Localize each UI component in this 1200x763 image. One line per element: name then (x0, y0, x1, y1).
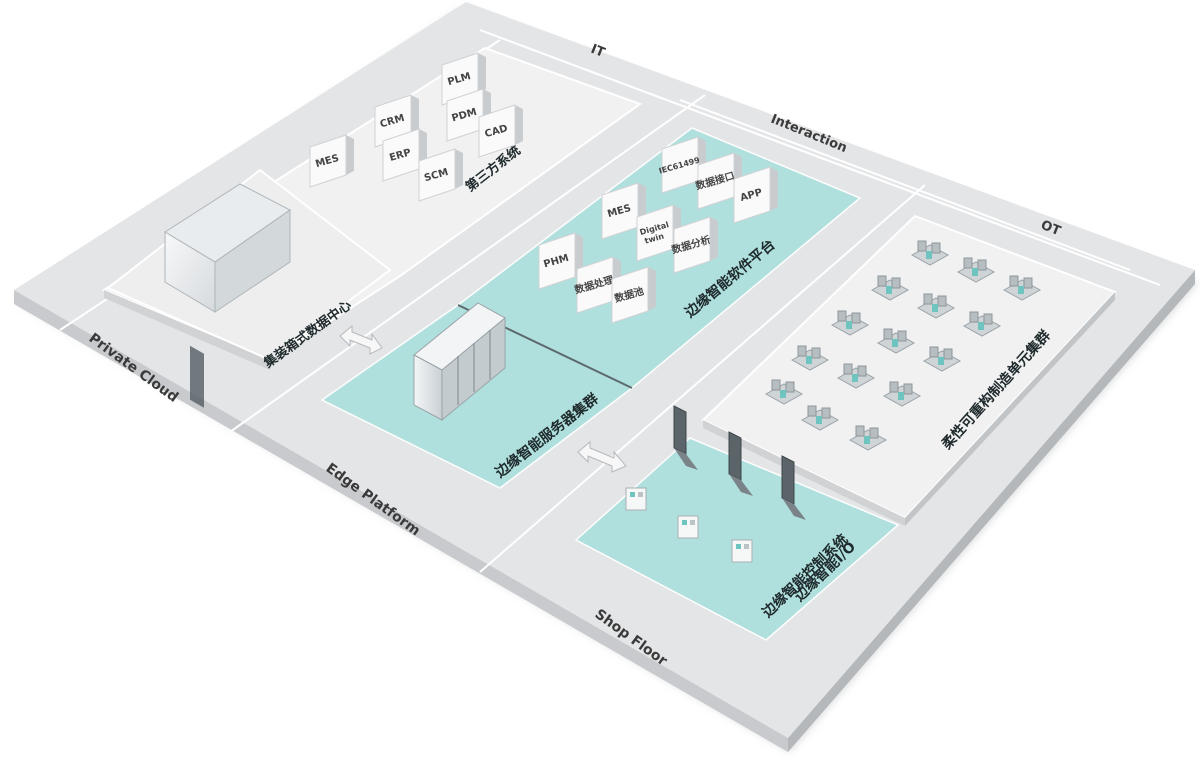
server-rack-cluster (413, 302, 506, 422)
zone-control-system (574, 437, 900, 641)
edge-label-it: IT (589, 42, 607, 61)
manufacturing-cell (922, 346, 962, 372)
zone-ot-side (703, 420, 905, 526)
manufacturing-cell (882, 381, 922, 407)
manufacturing-cell (876, 328, 916, 354)
control-panel (673, 405, 698, 470)
arrow-server-to-control (577, 440, 627, 473)
platform-card: PHM (538, 232, 583, 290)
third-party-card: ERP (382, 128, 427, 182)
platform-card: 数据分析 (670, 216, 718, 274)
container-datacenter (164, 183, 291, 408)
smart-io-module (625, 487, 647, 511)
manufacturing-cell (870, 275, 910, 301)
platform-card: 数据池 (611, 266, 656, 324)
manufacturing-cell (790, 345, 830, 371)
manufacturing-cell (956, 257, 996, 283)
zone-ot-side-right (905, 292, 1115, 526)
smart-io-module (677, 515, 699, 539)
control-panel (781, 455, 806, 520)
manufacturing-cell (916, 293, 956, 319)
third-party-card: SCM (418, 148, 463, 202)
manufacturing-cell (764, 379, 804, 405)
manufacturing-cell (962, 311, 1002, 337)
manufacturing-cell (848, 425, 888, 451)
base-side-left (14, 290, 788, 752)
platform-card: MES (601, 182, 646, 240)
manufacturing-cells (764, 240, 1042, 451)
control-panel (728, 431, 753, 496)
third-party-card: CAD (478, 104, 523, 158)
edge-label-ot: OT (1039, 218, 1063, 239)
manufacturing-cell (910, 240, 950, 266)
third-party-card: PLM (441, 52, 486, 106)
base-side-right (788, 270, 1195, 752)
manufacturing-cell (800, 405, 840, 431)
manufacturing-cell (836, 363, 876, 389)
control-devices (625, 405, 806, 563)
zone-it-side (104, 290, 270, 370)
arrow-datacenter-to-server (339, 324, 383, 355)
third-party-card: MES (309, 134, 354, 188)
third-party-card: CRM (374, 94, 419, 148)
platform-card: APP (733, 166, 778, 224)
smart-io-module (731, 539, 753, 563)
manufacturing-cell (830, 310, 870, 336)
manufacturing-cell (1002, 275, 1042, 301)
